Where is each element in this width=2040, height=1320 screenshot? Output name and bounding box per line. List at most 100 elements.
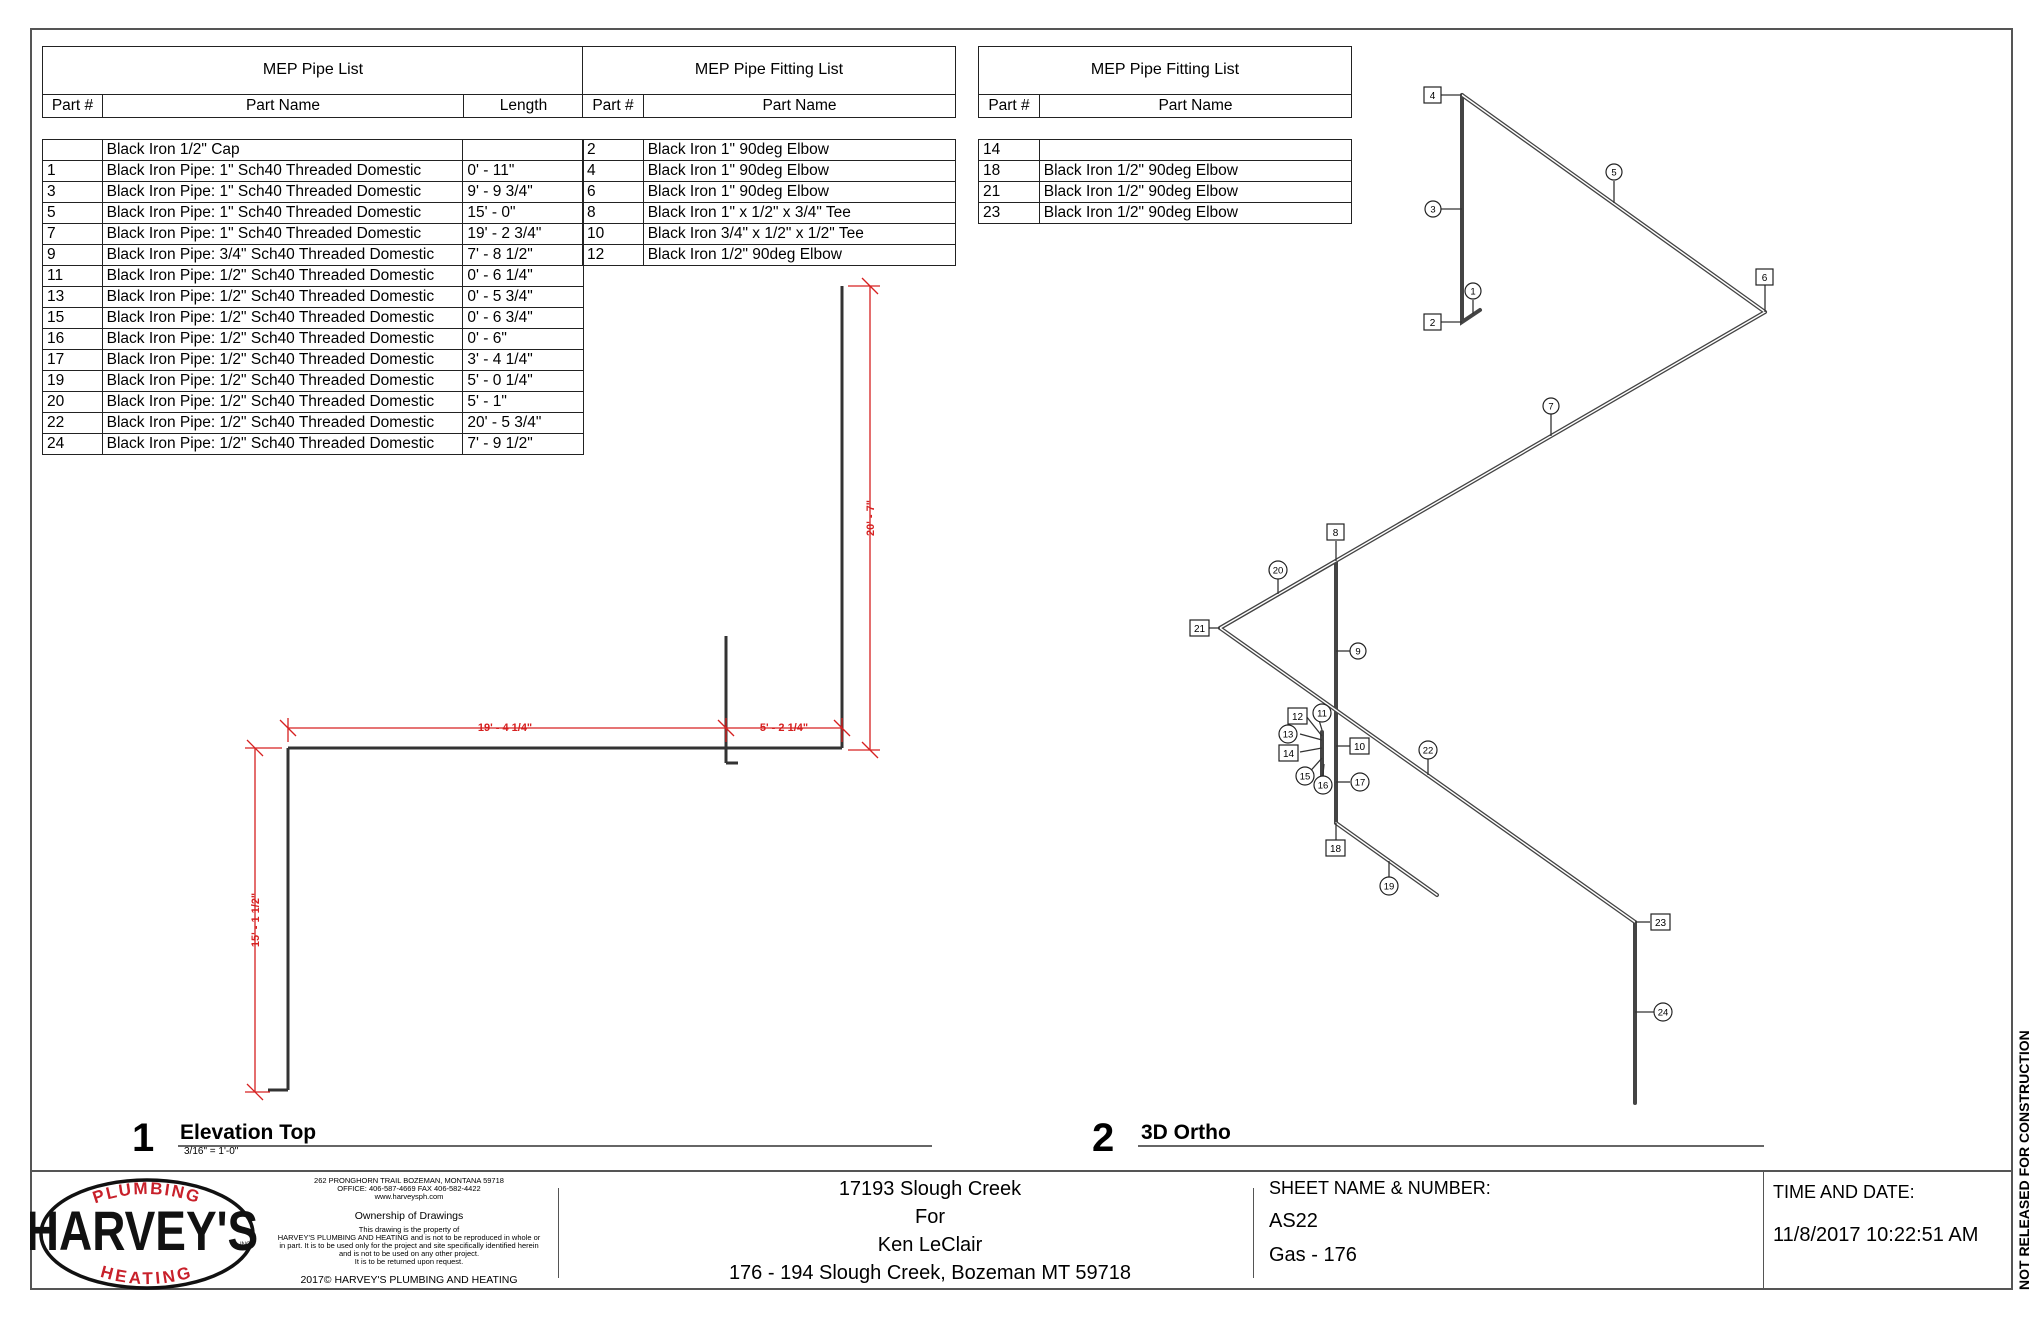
tag-text: 9 [1355,647,1360,658]
tag-text: 18 [1330,844,1342,855]
ownership-line-3: in part. It is to be used only for the p… [279,1241,539,1250]
tag-text: 23 [1655,918,1667,929]
view-1-number: 1 [132,1116,155,1160]
pipe-list-row-cell: Black Iron 1/2" Cap [101,139,464,161]
tag-text: 19 [1384,882,1395,893]
pipe-list-row-cell: 16 [42,328,103,350]
ownership-line-2: HARVEY'S PLUMBING AND HEATING and is not… [277,1233,541,1242]
tag-box [1287,707,1308,725]
project-for: For [915,1206,945,1228]
tag-circle [1349,642,1367,660]
tag-text: 7 [1548,402,1553,413]
tag-12: 12 [1287,707,1308,725]
fitting-list-2-row-cell: Black Iron 1/2" 90deg Elbow [1038,160,1353,182]
copyright: 2017© HARVEY'S PLUMBING AND HEATING [300,1274,518,1286]
tag-text: 8 [1333,528,1339,539]
leader [1305,715,1323,737]
ownership-title: Ownership of Drawings [354,1210,464,1222]
fitting-list-2-row-cell: Black Iron 1/2" 90deg Elbow [1038,202,1353,224]
fitting-list-2-col-part-name: Part Name [1158,97,1233,114]
tag-circle [1653,1002,1673,1022]
tag-text: 16 [1318,781,1329,792]
ortho-circle-tags: 3 1 5 7 20 9 11 13 15 16 17 22 19 24 [1268,163,1673,1022]
tag-circle [1542,397,1560,415]
tag-circle [1278,724,1298,744]
time-box [1763,1172,2013,1290]
project-client: Ken LeClair [877,1234,983,1256]
company-address: 262 PRONGHORN TRAIL BOZEMAN, MONTANA 597… [314,1176,504,1185]
pipe-list-row-cell: 3' - 4 1/4" [462,349,584,371]
fitting-list-1-header: MEP Pipe Fitting List Part # Part Name [582,46,956,118]
tag-4: 4 [1423,86,1442,104]
tag-text: 20 [1273,566,1284,577]
tag-text: 15 [1300,772,1311,783]
fitting-list-2-row-cell: 14 [978,139,1040,161]
pipe-list-row-cell: Black Iron Pipe: 1" Sch40 Threaded Domes… [101,181,464,203]
view-1-title: Elevation Top [180,1121,317,1144]
logo-inc-text: INC. [240,1242,252,1248]
view-2-number: 2 [1092,1116,1115,1160]
tag-text: 12 [1292,712,1304,723]
tag-21: 21 [1189,619,1210,637]
ownership-line-5: It is to be returned upon request. [354,1257,464,1266]
tag-text: 3 [1430,205,1435,216]
tag-22: 22 [1418,740,1438,760]
sheet-label: SHEET NAME & NUMBER: [1269,1178,1491,1198]
pipe-list-row-cell: Black Iron Pipe: 1/2" Sch40 Threaded Dom… [101,265,464,287]
project-name: 17193 Slough Creek [838,1178,1022,1200]
sheet-number: AS22 [1269,1210,1318,1232]
time-label: TIME AND DATE: [1773,1182,1915,1202]
tag-box [1650,913,1671,931]
pipe-list-row-cell: Black Iron Pipe: 1/2" Sch40 Threaded Dom… [101,370,464,392]
tag-6: 6 [1755,268,1774,286]
tag-1: 1 [1464,282,1482,300]
fitting-list-1-row-cell: Black Iron 1" x 1/2" x 3/4" Tee [642,202,957,224]
tag-box [1326,523,1345,541]
elevation-pipes [268,286,844,1092]
tag-circle [1313,775,1333,795]
tag-9: 9 [1349,642,1367,660]
pipe-list-row-cell: 0' - 6 3/4" [462,307,584,329]
tag-box [1189,619,1210,637]
tag-text: 21 [1194,624,1206,635]
ortho-pipes [1218,93,1767,1105]
tag-17: 17 [1350,772,1370,792]
leader [1299,733,1323,741]
pipe-list-row-cell: Black Iron Pipe: 1" Sch40 Threaded Domes… [101,202,464,224]
tag-7: 7 [1542,397,1560,415]
project-address: 176 - 194 Slough Creek, Bozeman MT 59718 [728,1262,1132,1284]
tag-circle [1295,766,1315,786]
tag-circle [1424,200,1442,218]
pipe-list-row-cell: 7' - 9 1/2" [462,433,584,455]
tag-8: 8 [1326,523,1345,541]
tag-circle [1268,560,1288,580]
view-2-title: 3D Ortho [1141,1121,1231,1144]
tag-14: 14 [1278,744,1299,762]
pipe-list-row-cell: 13 [42,286,103,308]
tag-box [1325,839,1346,857]
pipe-list-col-length: Length [499,97,548,114]
pipe-list-row-cell: 15 [42,307,103,329]
pipe-list-row-cell: Black Iron Pipe: 1" Sch40 Threaded Domes… [101,223,464,245]
tag-circle [1350,772,1370,792]
pipe-list-row-cell: Black Iron Pipe: 1/2" Sch40 Threaded Dom… [101,412,464,434]
fitting-list-2-header: MEP Pipe Fitting List Part # Part Name [978,46,1352,118]
view-1-scale: 3/16" = 1'-0" [184,1146,239,1157]
tag-23: 23 [1650,913,1671,931]
tag-10: 10 [1349,737,1370,755]
dim-label-main-run: 19' - 4 1/4" [478,722,532,734]
tag-circle [1464,282,1482,300]
leader [1299,747,1323,753]
dim-label-short-run: 5' - 2 1/4" [760,722,808,734]
tag-3: 3 [1424,200,1442,218]
pipe-list-col-part-num: Part # [43,95,103,117]
pipe-list-title: MEP Pipe List [262,61,364,78]
